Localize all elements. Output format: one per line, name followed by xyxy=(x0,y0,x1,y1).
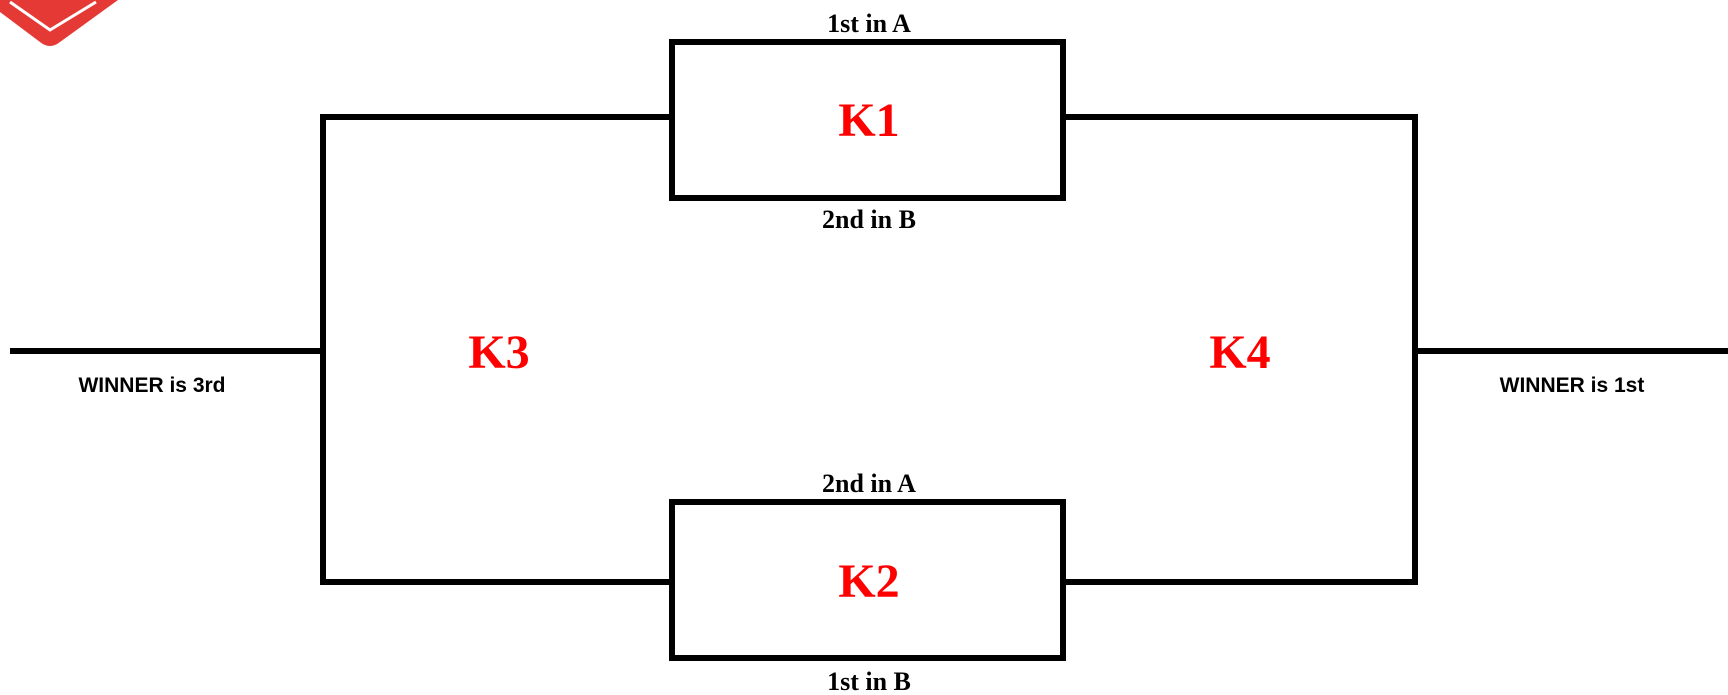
k4-match-label: K4 xyxy=(1209,326,1270,379)
k2-bottom-seed-label: 1st in B xyxy=(827,667,911,695)
k3-outcome-label: WINNER is 3rd xyxy=(78,374,225,397)
k1-top-seed-label: 1st in A xyxy=(827,9,911,38)
logo-icon xyxy=(0,0,118,46)
k4-outcome-label: WINNER is 1st xyxy=(1500,374,1645,397)
k2-match-label: K2 xyxy=(838,555,899,608)
k2-top-seed-label: 2nd in A xyxy=(822,469,916,498)
k1-match-label: K1 xyxy=(838,94,899,147)
k1-bottom-seed-label: 2nd in B xyxy=(822,205,916,234)
k3-match-label: K3 xyxy=(468,326,529,379)
